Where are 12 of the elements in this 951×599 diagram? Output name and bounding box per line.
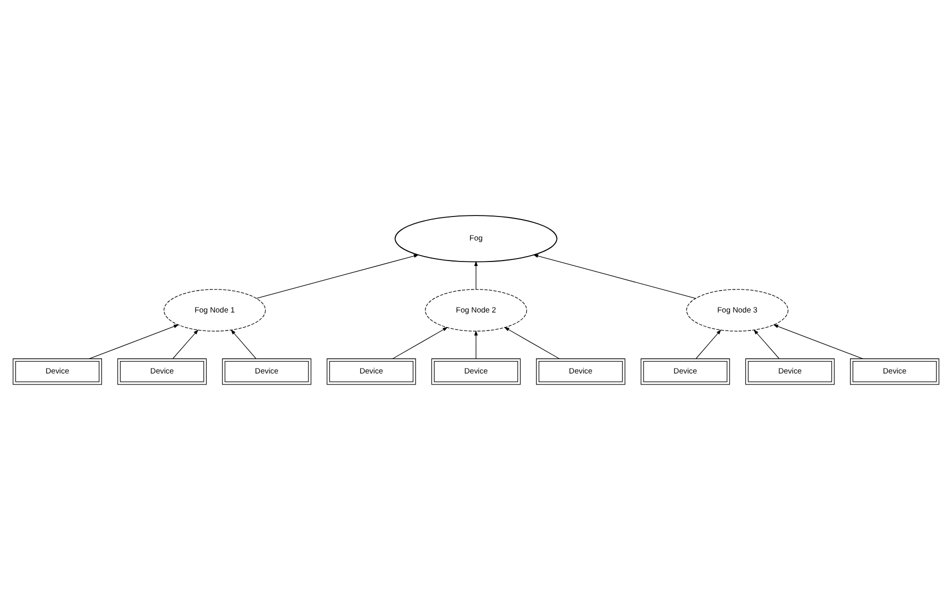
arrow (392, 326, 448, 358)
arrow (474, 330, 478, 358)
arrow (256, 254, 418, 298)
arrow (772, 324, 862, 359)
arrow (695, 328, 721, 358)
arrow (172, 328, 198, 358)
arrow (753, 328, 779, 358)
arrow (474, 260, 478, 290)
arrow (230, 328, 256, 358)
arrow (504, 326, 560, 358)
arrow (532, 254, 696, 298)
arrow (88, 324, 178, 359)
